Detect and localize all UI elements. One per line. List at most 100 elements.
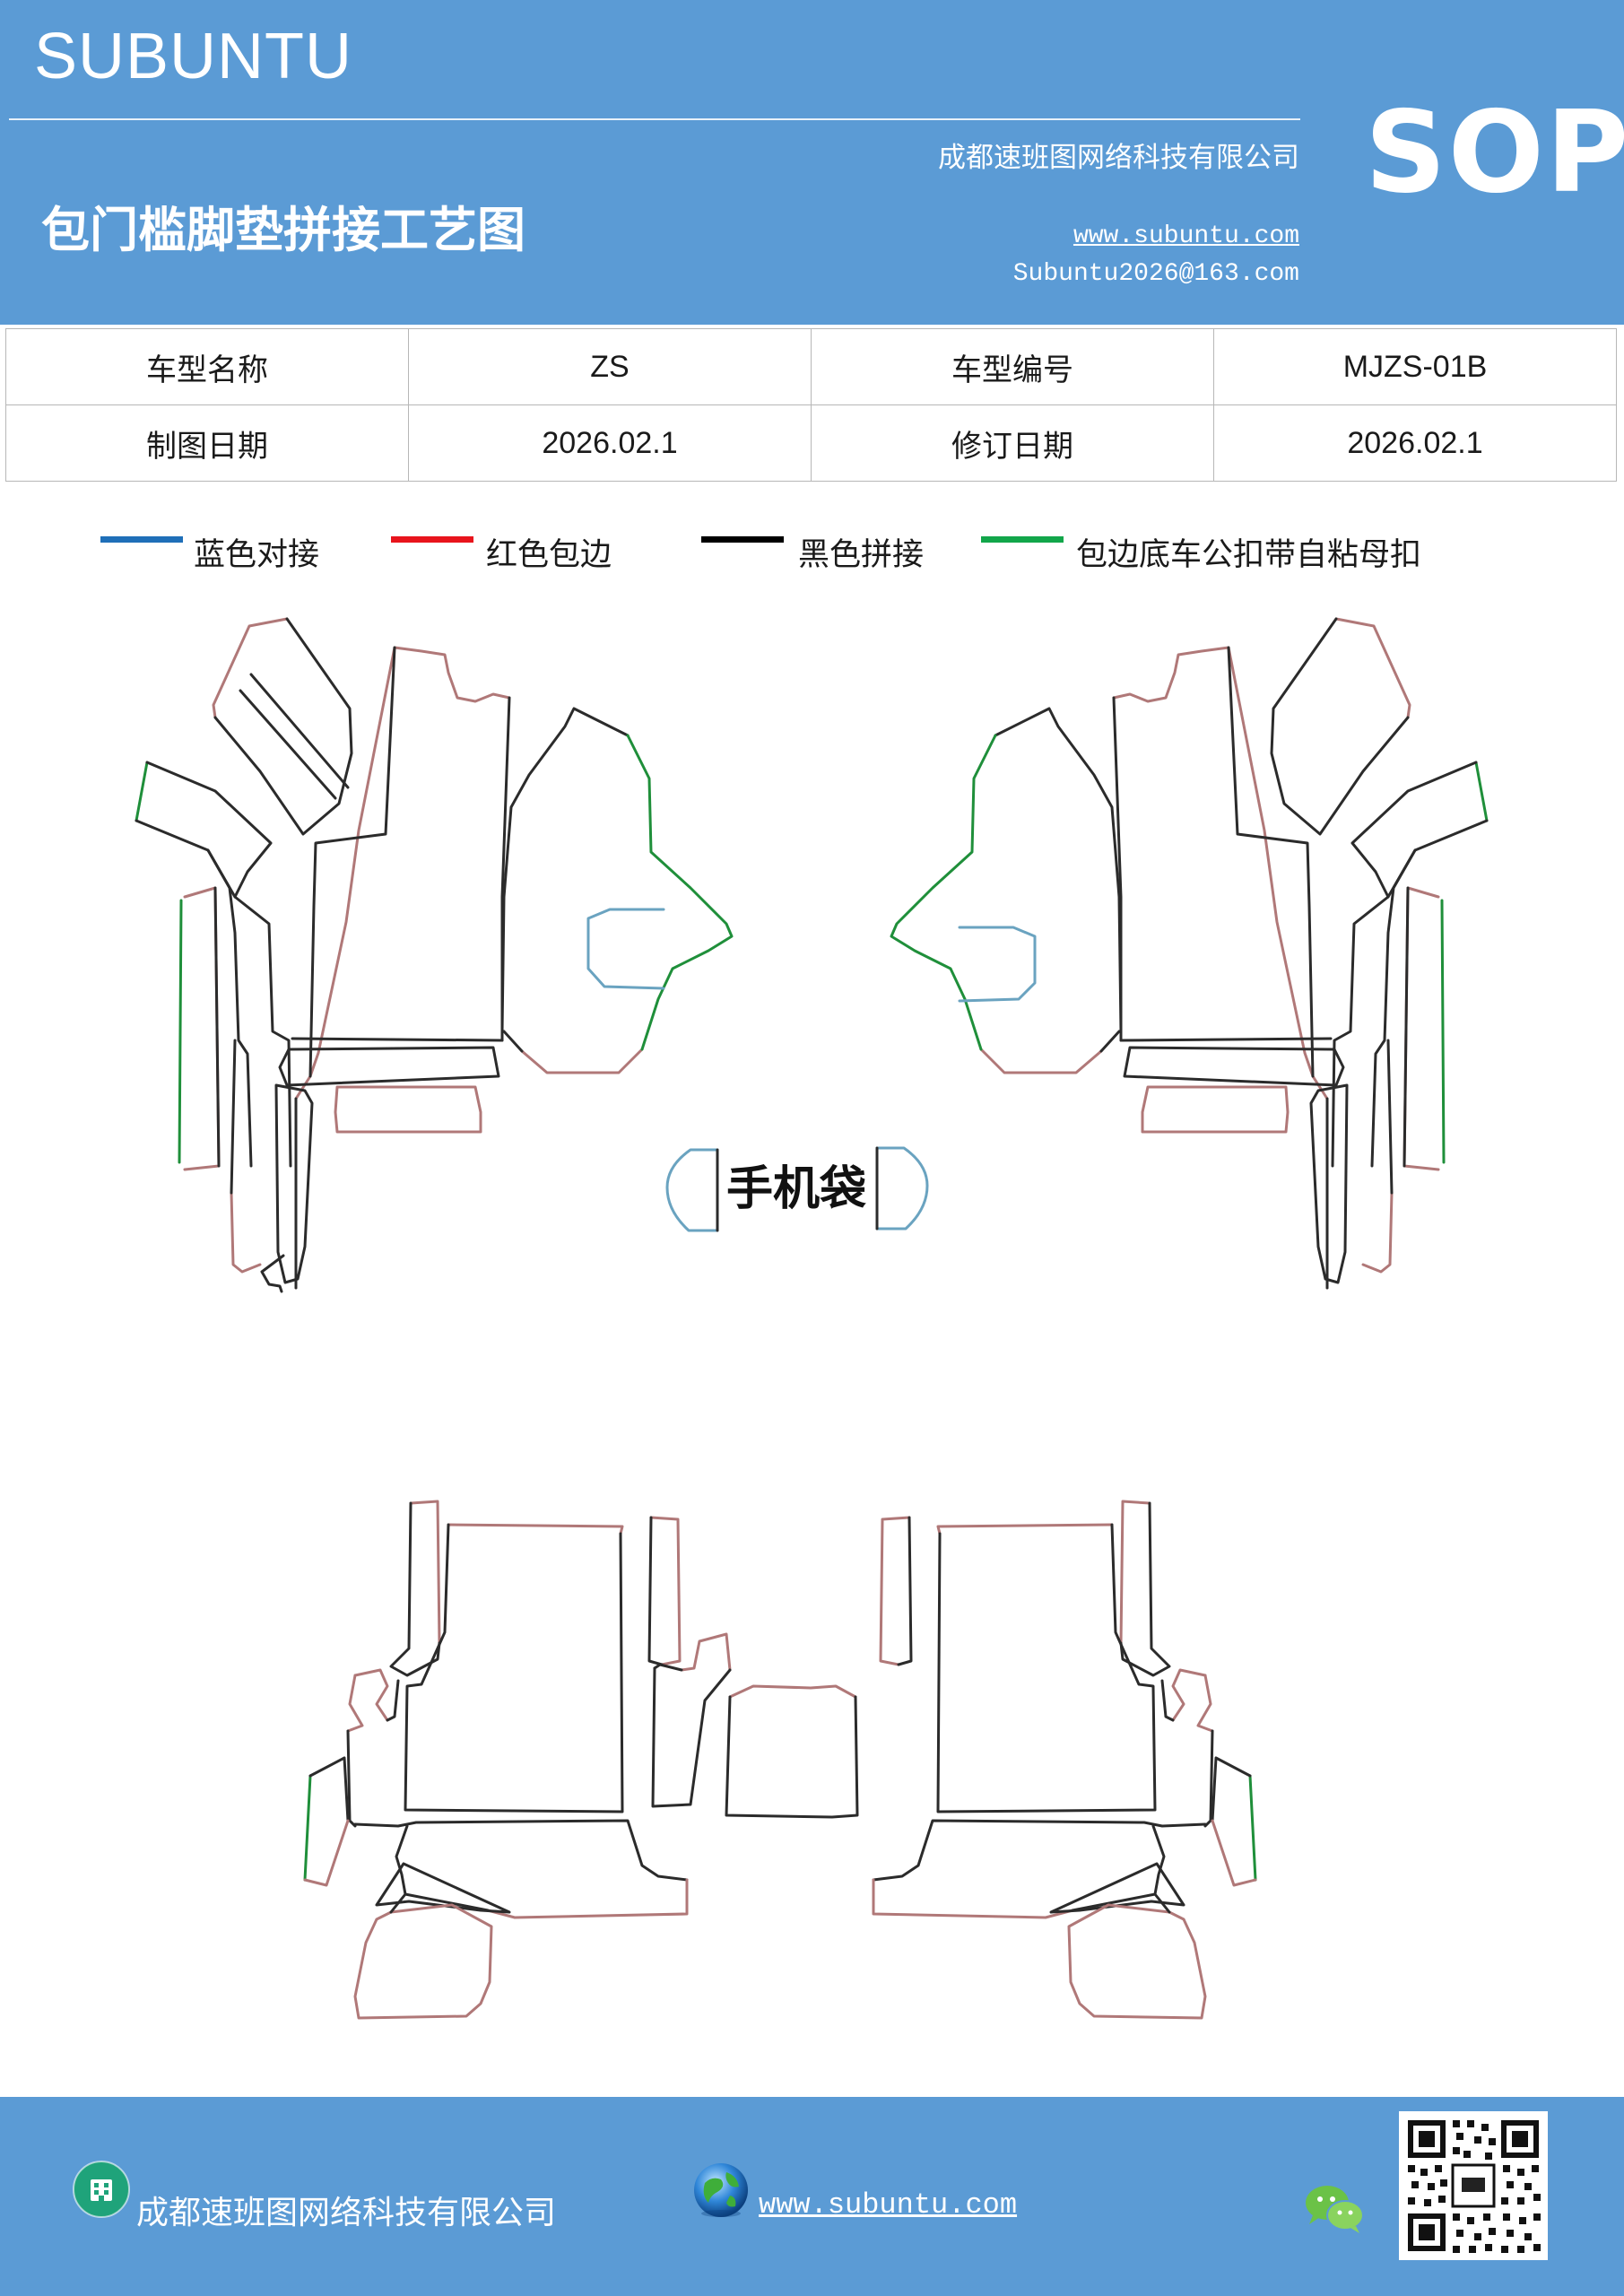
- mat-piece: [409, 1500, 441, 1645]
- mat-piece: [308, 646, 396, 1078]
- legend-swatch-blue: [100, 536, 183, 543]
- sop-badge: SOP: [1365, 86, 1624, 218]
- legend-swatch-green: [981, 536, 1064, 543]
- mat-piece: [1248, 1774, 1257, 1882]
- table-row: 车型名称 ZS 车型编号 MJZS-01B: [5, 328, 1617, 405]
- header-divider: [9, 118, 1300, 120]
- mat-piece: [626, 734, 734, 1051]
- phone-bag-piece: 手机袋: [665, 1146, 929, 1232]
- mat-piece: [1474, 761, 1489, 822]
- mat-piece: [979, 1048, 1103, 1074]
- mat-piece: [872, 1878, 1074, 1919]
- mat-piece: [395, 1824, 490, 1912]
- mat-piece: [1386, 819, 1489, 899]
- mat-piece: [728, 1684, 857, 1699]
- drawing-date-label: 制图日期: [5, 404, 409, 482]
- mat-piece: [647, 1516, 664, 1666]
- legend-swatch-red: [391, 536, 473, 543]
- mat-piece: [1112, 646, 1329, 1290]
- wechat-icon: [1306, 2186, 1364, 2233]
- mat-piece: [1309, 1083, 1349, 1284]
- mat-piece: [308, 1756, 350, 1822]
- mat-piece: [1071, 1824, 1166, 1912]
- mat-piece: [1270, 617, 1410, 836]
- mat-piece: [1196, 1674, 1214, 1733]
- mat-piece: [353, 1819, 689, 1882]
- mat-piece: [680, 1632, 732, 1672]
- model-code-label: 车型编号: [811, 328, 1214, 405]
- phone-bag-left-tab: [665, 1148, 719, 1232]
- mat-piece: [994, 707, 1123, 1033]
- mat-piece: [872, 1819, 1207, 1882]
- mat-piece: [404, 1523, 624, 1813]
- mat-piece: [1211, 1819, 1257, 1887]
- mat-piece: [897, 1516, 913, 1666]
- globe-icon: [694, 2163, 748, 2217]
- mat-piece: [1211, 1756, 1252, 1822]
- mat-piece: [346, 1674, 364, 1733]
- footer-banner: 成都速班图网络科技有限公司 www.subuntu.com: [0, 2097, 1624, 2296]
- mat-piece: [303, 1774, 312, 1882]
- mat-piece: [274, 1083, 314, 1284]
- revision-date-value: 2026.02.1: [1213, 404, 1617, 482]
- mat-piece: [1403, 886, 1440, 1171]
- mat-piece: [502, 1030, 524, 1053]
- mat-piece: [1153, 1892, 1171, 1914]
- mat-piece: [230, 1191, 262, 1274]
- building-icon: [73, 2161, 130, 2218]
- mat-piece: [936, 1523, 1114, 1535]
- phone-bag-right-tab: [875, 1146, 929, 1231]
- mat-set-front-right: [890, 617, 1489, 1290]
- mat-piece: [291, 1037, 504, 1042]
- mat-piece: [212, 617, 289, 719]
- mat-set-front-left: [135, 617, 734, 1293]
- mat-piece: [346, 1729, 357, 1828]
- table-row: 制图日期 2026.02.1 修订日期 2026.02.1: [5, 404, 1617, 482]
- mat-piece: [1334, 617, 1411, 719]
- mat-piece: [586, 908, 665, 990]
- footer-website-link[interactable]: www.subuntu.com: [759, 2188, 1018, 2222]
- mat-piece: [725, 1695, 859, 1819]
- mat-set-rear-right: [872, 1500, 1257, 2020]
- phone-bag-label: 手机袋: [726, 1162, 866, 1216]
- mat-piece: [651, 1666, 732, 1808]
- header-banner: SUBUNTU 包门槛脚垫拼接工艺图 成都速班图网络科技有限公司 www.sub…: [0, 0, 1624, 325]
- email-address: Subuntu2026@163.com: [1012, 260, 1299, 288]
- mat-piece: [1099, 1030, 1121, 1053]
- mat-piece: [1119, 1500, 1151, 1645]
- mat-piece: [386, 1679, 400, 1722]
- mat-piece: [213, 886, 221, 1168]
- legend-label-red: 红色包边: [486, 537, 612, 573]
- mat-piece: [353, 1903, 493, 2020]
- mat-piece: [486, 1878, 689, 1919]
- mat-piece: [500, 707, 630, 1033]
- mat-piece: [294, 646, 511, 1290]
- legend-swatch-black: [701, 536, 784, 543]
- mat-piece: [135, 819, 237, 899]
- mat-piece: [1141, 1085, 1290, 1134]
- mat-set-rear-left: [303, 1500, 732, 2020]
- mat-piece: [249, 673, 350, 789]
- mat-piece: [1370, 848, 1417, 1168]
- mat-piece: [1386, 1039, 1394, 1195]
- mat-piece: [260, 1254, 285, 1293]
- document-title: 包门槛脚垫拼接工艺图: [41, 202, 525, 258]
- mat-piece: [890, 734, 997, 1051]
- website-link[interactable]: www.subuntu.com: [1073, 222, 1299, 250]
- mat-piece: [936, 1523, 1157, 1813]
- mat-piece: [1123, 1046, 1345, 1087]
- mat-piece: [183, 886, 221, 1171]
- qr-code: [1399, 2111, 1548, 2260]
- legend-label-black: 黑色拼接: [798, 537, 925, 573]
- mat-piece: [1119, 1501, 1171, 1677]
- mat-piece: [278, 1046, 500, 1087]
- mat-piece: [178, 899, 183, 1164]
- mat-piece: [1361, 1191, 1394, 1274]
- mat-piece: [1119, 1037, 1333, 1042]
- mat-piece: [649, 1516, 682, 1666]
- mat-piece: [520, 1048, 644, 1074]
- revision-date-label: 修订日期: [811, 404, 1214, 482]
- mat-piece: [353, 1668, 389, 1722]
- drawing-date-value: 2026.02.1: [408, 404, 812, 482]
